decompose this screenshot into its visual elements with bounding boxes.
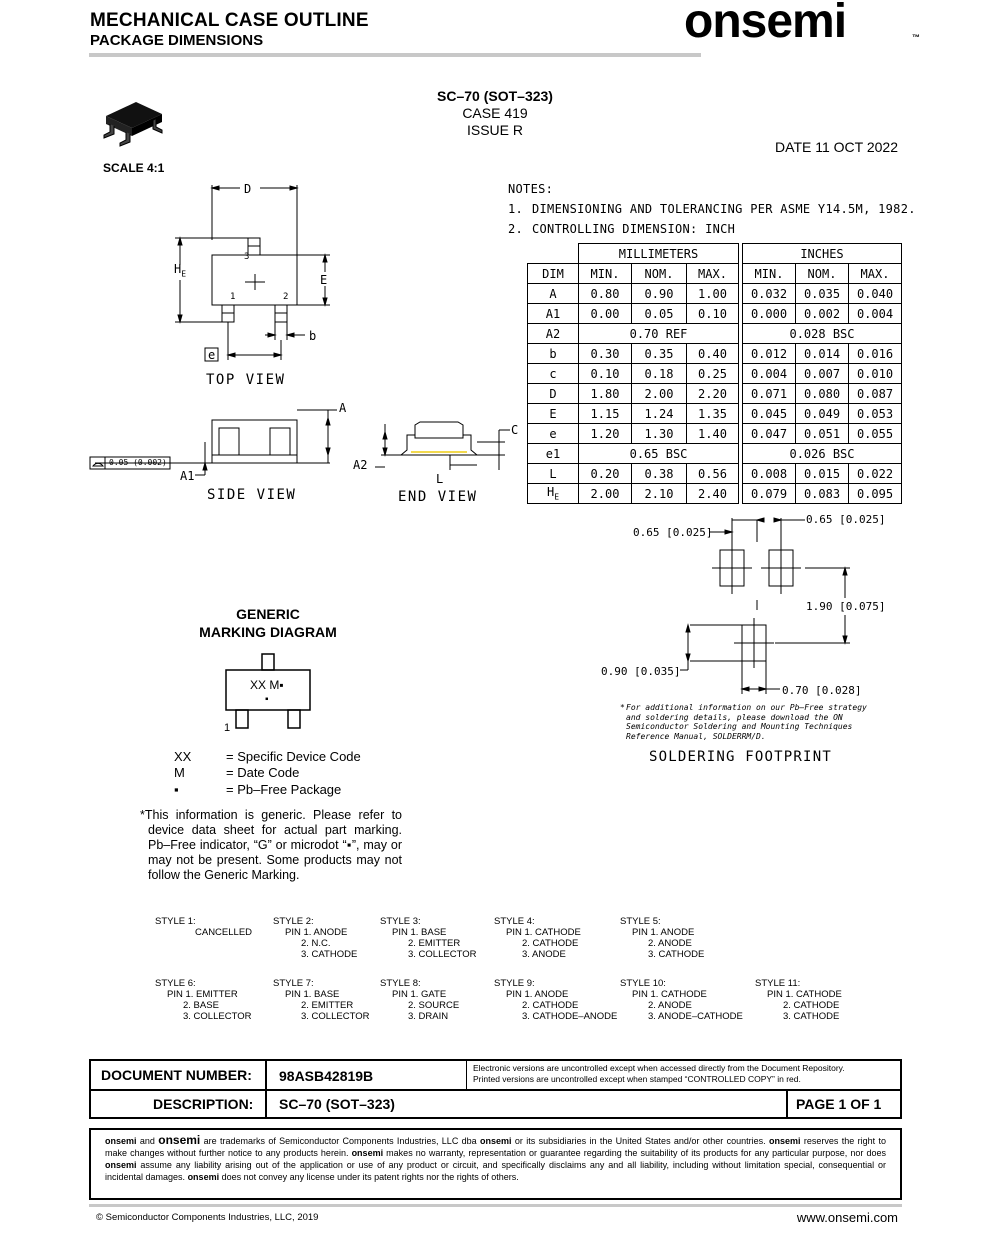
end-view-label: END VIEW bbox=[398, 489, 478, 505]
description-label: DESCRIPTION: bbox=[153, 1096, 254, 1112]
document-date: DATE 11 OCT 2022 bbox=[775, 139, 898, 155]
label-E: E bbox=[320, 273, 328, 287]
doc-subtitle: PACKAGE DIMENSIONS bbox=[90, 32, 264, 49]
scale-label: SCALE 4:1 bbox=[103, 161, 165, 175]
pin-2-label: 2 bbox=[283, 292, 289, 302]
footprint-dim-pad-length: 0.70 [0.028] bbox=[782, 684, 862, 697]
legend-key-m: M bbox=[174, 765, 185, 780]
marking-title-1: GENERIC bbox=[236, 606, 300, 622]
label-b: b bbox=[309, 329, 317, 343]
legend-value-m: = Date Code bbox=[226, 765, 300, 780]
note-1-num: 1. bbox=[508, 202, 524, 216]
label-L: L bbox=[436, 472, 444, 486]
label-D: D bbox=[244, 182, 252, 196]
label-A1: A1 bbox=[180, 469, 195, 483]
footprint-dim-pitch-left: 0.65 [0.025] bbox=[633, 526, 713, 539]
doc-box-col3 bbox=[786, 1089, 788, 1117]
label-HE: HE bbox=[174, 262, 187, 279]
package-issue: ISSUE R bbox=[466, 122, 523, 138]
side-view-label: SIDE VIEW bbox=[207, 487, 297, 503]
flatness-value: 0.05 (0.002) bbox=[109, 458, 167, 467]
document-number-label: DOCUMENT NUMBER: bbox=[101, 1067, 252, 1083]
description-value: SC–70 (SOT–323) bbox=[279, 1096, 395, 1112]
legend-value-xx: = Specific Device Code bbox=[226, 749, 361, 764]
footprint-note: For additional information on our Pb–Fre… bbox=[626, 703, 867, 741]
label-e: e bbox=[208, 348, 216, 362]
inches-header: INCHES bbox=[742, 243, 902, 264]
trademark-mark: ™ bbox=[912, 33, 920, 42]
marking-chip-dot: ▪ bbox=[265, 694, 269, 705]
doc-box-col1 bbox=[265, 1061, 267, 1117]
doc-title: MECHANICAL CASE OUTLINE bbox=[90, 10, 369, 31]
soldering-footprint-title: SOLDERING FOOTPRINT bbox=[649, 749, 832, 765]
legal-disclaimer: onsemi and onsemi are trademarks of Semi… bbox=[89, 1128, 902, 1200]
onsemi-logo: onsemi bbox=[684, 0, 847, 48]
package-outline-drawing bbox=[89, 185, 510, 476]
marking-chip-drawing bbox=[225, 653, 311, 729]
onsemi-inline-logo: onsemi bbox=[158, 1133, 201, 1147]
note-2-text: CONTROLLING DIMENSION: INCH bbox=[532, 222, 736, 236]
marking-title-2: MARKING DIAGRAM bbox=[199, 624, 337, 640]
pin-3-label: 3 bbox=[244, 252, 250, 262]
table-header-row: DIM MIN. NOM. MAX. MIN. NOM. MAX. bbox=[527, 263, 902, 284]
control-note: Electronic versions are uncontrolled exc… bbox=[473, 1063, 845, 1084]
page-indicator: PAGE 1 OF 1 bbox=[796, 1096, 882, 1112]
note-2-num: 2. bbox=[508, 222, 524, 236]
label-A: A bbox=[339, 401, 347, 415]
footprint-note-marker: * bbox=[620, 703, 625, 712]
marking-chip-text: XX M▪ bbox=[250, 678, 284, 692]
package-case: CASE 419 bbox=[462, 105, 528, 121]
document-number: 98ASB42819B bbox=[279, 1068, 374, 1084]
package-name: SC–70 (SOT–323) bbox=[437, 88, 553, 104]
generic-marking-note: *This information is generic. Please ref… bbox=[140, 808, 402, 882]
table-header-group: MILLIMETERS INCHES bbox=[528, 243, 902, 264]
footer-rule bbox=[89, 1204, 902, 1207]
note-1-text: DIMENSIONING AND TOLERANCING PER ASME Y1… bbox=[532, 202, 916, 216]
label-c: C bbox=[511, 423, 519, 437]
dimension-table: MILLIMETERS INCHES DIM MIN. NOM. MAX. MI… bbox=[527, 243, 902, 504]
website-link[interactable]: www.onsemi.com bbox=[796, 1210, 898, 1225]
legend-key-dot: ▪ bbox=[174, 782, 179, 797]
soldering-footprint-drawing bbox=[680, 517, 850, 694]
doc-box-col2 bbox=[466, 1061, 467, 1089]
header-rule bbox=[89, 53, 701, 57]
notes-heading: NOTES: bbox=[508, 182, 554, 196]
pin-1-label: 1 bbox=[230, 292, 236, 302]
marking-pin1-label: 1 bbox=[224, 722, 231, 734]
style-1: STYLE 1:CANCELLED bbox=[155, 916, 253, 938]
document-info-box: DOCUMENT NUMBER: 98ASB42819B Electronic … bbox=[89, 1059, 902, 1119]
footprint-dim-pitch-right: 0.65 [0.025] bbox=[806, 513, 886, 526]
label-A2: A2 bbox=[353, 458, 368, 472]
legend-key-xx: XX bbox=[174, 749, 192, 764]
package-3d-icon bbox=[103, 102, 163, 147]
top-view-label: TOP VIEW bbox=[206, 372, 286, 388]
millimeters-header: MILLIMETERS bbox=[578, 243, 739, 264]
copyright: © Semiconductor Components Industries, L… bbox=[96, 1212, 319, 1223]
footprint-dim-height: 1.90 [0.075] bbox=[806, 600, 886, 613]
legend-value-dot: = Pb–Free Package bbox=[226, 782, 342, 797]
footprint-dim-pad-width: 0.90 [0.035] bbox=[601, 665, 681, 678]
doc-box-divider bbox=[91, 1089, 900, 1091]
